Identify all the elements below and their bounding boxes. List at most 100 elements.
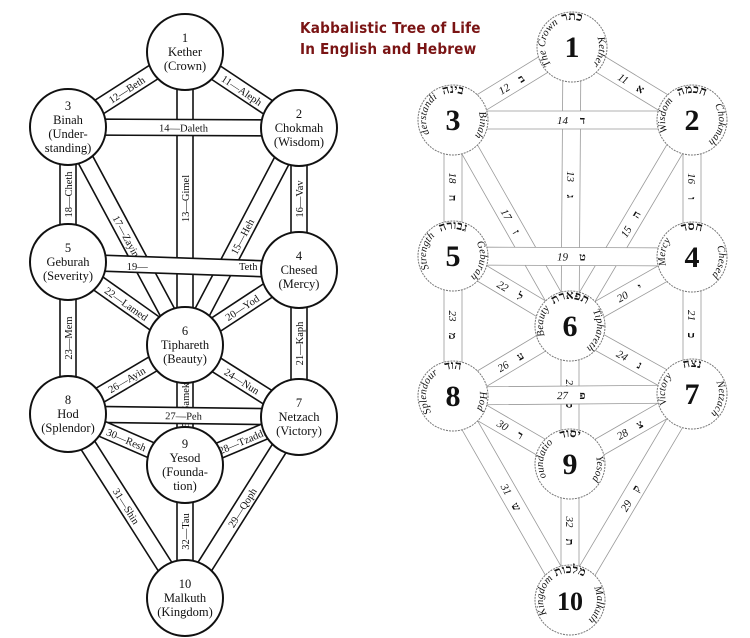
sephirah-number: 10 — [179, 577, 192, 591]
sephirah-meaning: (Crown) — [164, 59, 206, 73]
sephirah-number: 2 — [685, 104, 700, 137]
sephirah-number: 4 — [296, 249, 303, 263]
sephirah-circle — [29, 88, 107, 166]
sephirah-number: 10 — [557, 587, 583, 616]
page-title: Kabbalistic Tree of Life In English and … — [300, 18, 481, 60]
sephirah-number: 8 — [65, 393, 71, 407]
sephirah-circle — [534, 564, 606, 636]
path-band — [471, 384, 674, 406]
path-19: 19—Teth — [87, 253, 280, 279]
sephirah-circle — [656, 221, 728, 293]
title-line-2: In English and Hebrew — [300, 40, 477, 58]
sephirah-name: Chesed — [281, 263, 319, 277]
path-number: 31 — [497, 481, 513, 497]
sephirah-circle — [146, 559, 224, 637]
path-band — [560, 65, 582, 308]
sephirah-circle — [29, 375, 107, 453]
title-line-1: Kabbalistic Tree of Life — [300, 19, 481, 37]
sephirah-circle — [656, 358, 728, 430]
sephirah-hebrew-name: נצח — [681, 356, 703, 371]
sephirah-circle — [146, 426, 224, 504]
sephirah-number: 7 — [685, 378, 700, 411]
sephirah-number: 4 — [685, 241, 700, 274]
sephirah-number: 5 — [446, 240, 461, 273]
sephirah-hebrew-name: כתר — [560, 9, 584, 24]
sephirah-circle — [534, 290, 606, 362]
sephirah-circle — [146, 13, 224, 91]
sephirah-number: 8 — [446, 380, 461, 413]
sephirah-hebrew-name: יסוד — [558, 426, 582, 442]
path-hebrew-letter: ו — [685, 197, 697, 200]
path-27: 27 פ — [471, 384, 674, 406]
sephirah-circle — [536, 11, 608, 83]
path-label: 18—Cheth — [64, 171, 75, 218]
sephirah-meaning: (Splendor) — [41, 421, 94, 435]
sephirah-circle — [260, 378, 338, 456]
sephirah-meaning: (Under- — [48, 127, 87, 141]
path-hebrew-letter: ח — [446, 195, 458, 202]
sephirah-meaning-cont: tion) — [173, 479, 197, 493]
path-hebrew-letter: כ — [685, 333, 697, 338]
sephirah-number: 9 — [182, 437, 188, 451]
path-label: 27—Peh — [165, 411, 203, 422]
path-number: 19 — [557, 251, 569, 263]
path-hebrew-letter: ת — [563, 539, 575, 546]
sephirah-number: 5 — [65, 241, 71, 255]
sephirah-number: 1 — [565, 31, 580, 64]
sephirah-number: 9 — [563, 448, 578, 481]
path-26: 26ע — [464, 327, 559, 395]
sephirah-meaning: (Severity) — [43, 269, 93, 283]
path-number: 27 — [557, 390, 569, 402]
sephirah-name: Tiphareth — [161, 338, 210, 352]
path-hebrew-letter: ז — [510, 228, 522, 237]
path-27: 27—Peh — [87, 405, 280, 426]
path-hebrew-letter: ר — [514, 429, 525, 442]
sephirah-number: 1 — [182, 31, 188, 45]
sephirah-name: Chokmah — [275, 121, 324, 135]
path-number: 18 — [446, 173, 458, 185]
path-label: 21—Kaph — [295, 321, 306, 365]
path-label: 23—Mem — [64, 316, 75, 359]
path-number: 16 — [685, 173, 697, 185]
sephirah-circle — [417, 84, 489, 156]
sephirah-hebrew-name: בינה — [441, 82, 466, 98]
sephirah-meaning-cont: standing) — [45, 141, 92, 155]
path-number: 23 — [446, 311, 458, 323]
sephirah-hebrew-name: הוד — [443, 358, 462, 373]
path-hebrew-letter: ד — [580, 115, 585, 127]
sephirah-circle — [534, 428, 606, 500]
path-hebrew-letter: פ — [579, 390, 585, 402]
path-number: 13 — [564, 171, 576, 183]
sephirah-circle — [260, 231, 338, 309]
sephirah-number: 7 — [296, 396, 302, 410]
sephirah-circle — [417, 360, 489, 432]
sephirah-meaning: (Wisdom) — [274, 135, 324, 149]
path-number: 32 — [563, 516, 575, 529]
sephirah-number: 3 — [65, 99, 71, 113]
path-number: 30 — [494, 417, 511, 434]
path-label: 16—Vav — [295, 180, 306, 218]
path-label: 32—Tau — [181, 512, 192, 549]
path-hebrew-letter: נ — [635, 360, 644, 372]
sephirah-number: 6 — [182, 324, 188, 338]
sephirah-hebrew-name: תפארת — [548, 288, 592, 307]
path-hebrew-letter: י — [636, 281, 645, 293]
sephirah-name: Hod — [474, 390, 488, 413]
sephirah-meaning: (Victory) — [276, 424, 322, 438]
sephirah-meaning: (Beauty) — [163, 352, 207, 366]
